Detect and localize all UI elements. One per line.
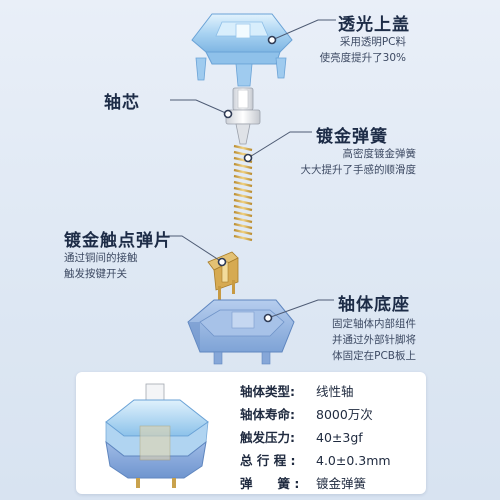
spec-label: 弹 簧 : <box>240 476 300 491</box>
spec-row-spring: 弹 簧 : 镀金弹簧 <box>240 473 366 492</box>
contact-desc-2: 触发按键开关 <box>64 268 127 280</box>
assembled-switch-image <box>105 383 209 488</box>
spec-row-force: 触发压力: 40±3gf <box>240 427 363 446</box>
base-housing-part <box>187 299 295 365</box>
contact-title: 镀金触点弹片 <box>64 231 172 251</box>
spec-value: 8000万次 <box>316 407 373 422</box>
spring-desc-1: 高密度镀金弹簧 <box>342 148 417 160</box>
spec-value: 线性轴 <box>316 384 354 399</box>
base-desc-2: 并通过外部针脚将 <box>332 334 416 346</box>
top-cover-part <box>191 13 293 87</box>
spec-row-lifespan: 轴体寿命: 8000万次 <box>240 404 373 423</box>
spec-label: 轴体类型: <box>240 384 295 399</box>
spec-value: 镀金弹簧 <box>316 476 367 491</box>
spec-value: 4.0±0.3mm <box>316 453 391 468</box>
base-desc-3: 体固定在PCB板上 <box>332 350 416 362</box>
base-desc-1: 固定轴体内部组件 <box>332 318 416 330</box>
spec-label: 总 行 程 : <box>240 453 296 468</box>
contact-desc-1: 通过铜间的接触 <box>64 252 138 264</box>
spring-title: 镀金弹簧 <box>316 127 388 147</box>
spec-label: 轴体寿命: <box>240 407 295 422</box>
top-cover-title: 透光上盖 <box>338 15 410 35</box>
spec-label: 触发压力: <box>240 430 295 445</box>
base-title: 轴体底座 <box>338 295 410 315</box>
exploded-switch-diagram <box>168 13 336 365</box>
leader-lines <box>168 19 336 323</box>
contact-leaf-part <box>207 251 239 300</box>
top-cover-desc-1: 采用透明PC料 <box>339 36 406 48</box>
stem-part <box>225 87 261 145</box>
spec-row-travel: 总 行 程 : 4.0±0.3mm <box>240 450 391 469</box>
stem-title: 轴芯 <box>104 93 140 113</box>
spring-desc-2: 大大提升了手感的顺滑度 <box>300 164 417 176</box>
spec-value: 40±3gf <box>316 430 363 445</box>
spec-card: 轴体类型: 线性轴 轴体寿命: 8000万次 触发压力: 40±3gf 总 行 程 :… <box>76 372 426 494</box>
spec-row-type: 轴体类型: 线性轴 <box>240 381 354 400</box>
top-cover-desc-2: 使亮度提升了30% <box>319 52 406 64</box>
